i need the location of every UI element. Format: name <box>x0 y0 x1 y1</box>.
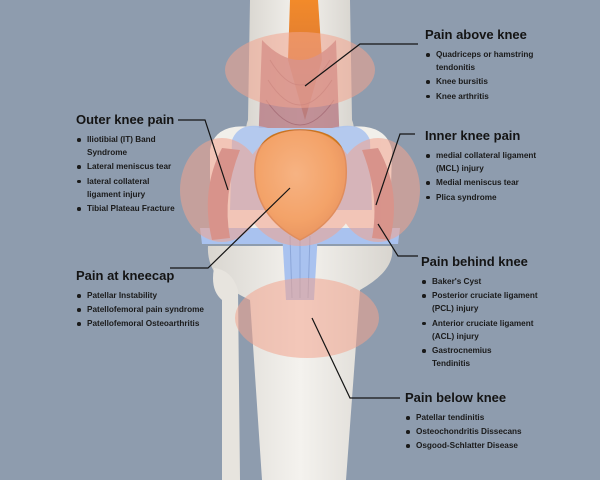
inner-knee-pain-list: medial collateral ligament (MCL) injury … <box>425 149 575 204</box>
pain-zone-inner <box>336 138 420 242</box>
list-item: Anterior cruciate ligament (ACL) injury <box>421 317 540 343</box>
leader-line-above <box>304 43 418 87</box>
list-item: Gastrocnemius Tendinitis <box>421 344 527 370</box>
list-item: Quadriceps or hamstring tendonitis <box>425 48 541 74</box>
leader-line-inner <box>375 133 415 206</box>
pain-at-kneecap-group: Pain at kneecap Patellar Instability Pat… <box>76 268 241 332</box>
list-item: Posterior cruciate ligament (PCL) injury <box>421 289 540 315</box>
pain-zone-below <box>235 278 379 358</box>
pain-below-knee-list: Patellar tendinitis Osteochondritis Diss… <box>405 411 575 453</box>
pain-below-knee-title: Pain below knee <box>405 390 507 405</box>
list-item: Lateral meniscus tear <box>76 160 196 173</box>
list-item: Plica syndrome <box>425 191 575 204</box>
list-item: Baker's Cyst <box>421 275 571 288</box>
list-item: Tibial Plateau Fracture <box>76 202 196 215</box>
list-item: Iliotibial (IT) Band Syndrome <box>76 133 179 159</box>
pain-behind-knee-group: Pain behind knee Baker's Cyst Posterior … <box>421 254 571 371</box>
list-item: Osteochondritis Dissecans <box>405 425 575 438</box>
list-item: Knee bursitis <box>425 75 575 88</box>
pain-behind-knee-list: Baker's Cyst Posterior cruciate ligament… <box>421 275 571 370</box>
pain-above-knee-title: Pain above knee <box>425 27 527 42</box>
leader-line-behind <box>377 223 418 257</box>
pain-zone-kneecap <box>242 130 358 246</box>
pain-behind-knee-title: Pain behind knee <box>421 254 528 269</box>
leader-line-outer <box>178 119 229 191</box>
list-item: Patellofemoral Osteoarthritis <box>76 317 241 330</box>
pain-above-knee-group: Pain above knee Quadriceps or hamstring … <box>425 27 575 104</box>
list-item: Patellar Instability <box>76 289 241 302</box>
inner-knee-pain-group: Inner knee pain medial collateral ligame… <box>425 128 575 205</box>
list-item: Knee arthritis <box>425 90 575 103</box>
inner-knee-pain-title: Inner knee pain <box>425 128 521 143</box>
leader-line-below <box>311 317 400 399</box>
pain-zone-outer <box>180 138 264 242</box>
pain-zone-above <box>225 32 375 108</box>
outer-knee-pain-title: Outer knee pain <box>76 112 175 127</box>
leader-line-kneecap <box>170 187 291 269</box>
list-item: Patellofemoral pain syndrome <box>76 303 241 316</box>
list-item: Osgood-Schlatter Disease <box>405 439 575 452</box>
list-item: lateral collateral ligament injury <box>76 175 177 201</box>
pain-at-kneecap-title: Pain at kneecap <box>76 268 175 283</box>
list-item: Patellar tendinitis <box>405 411 575 424</box>
outer-knee-pain-list: Iliotibial (IT) Band Syndrome Lateral me… <box>76 133 196 215</box>
fibula-bone <box>213 268 240 480</box>
pain-below-knee-group: Pain below knee Patellar tendinitis Oste… <box>405 390 575 454</box>
list-item: Medial meniscus tear <box>425 176 575 189</box>
list-item: medial collateral ligament (MCL) injury <box>425 149 541 175</box>
outer-knee-pain-group: Outer knee pain Iliotibial (IT) Band Syn… <box>76 112 196 216</box>
pain-above-knee-list: Quadriceps or hamstring tendonitis Knee … <box>425 48 575 103</box>
pain-at-kneecap-list: Patellar Instability Patellofemoral pain… <box>76 289 241 331</box>
